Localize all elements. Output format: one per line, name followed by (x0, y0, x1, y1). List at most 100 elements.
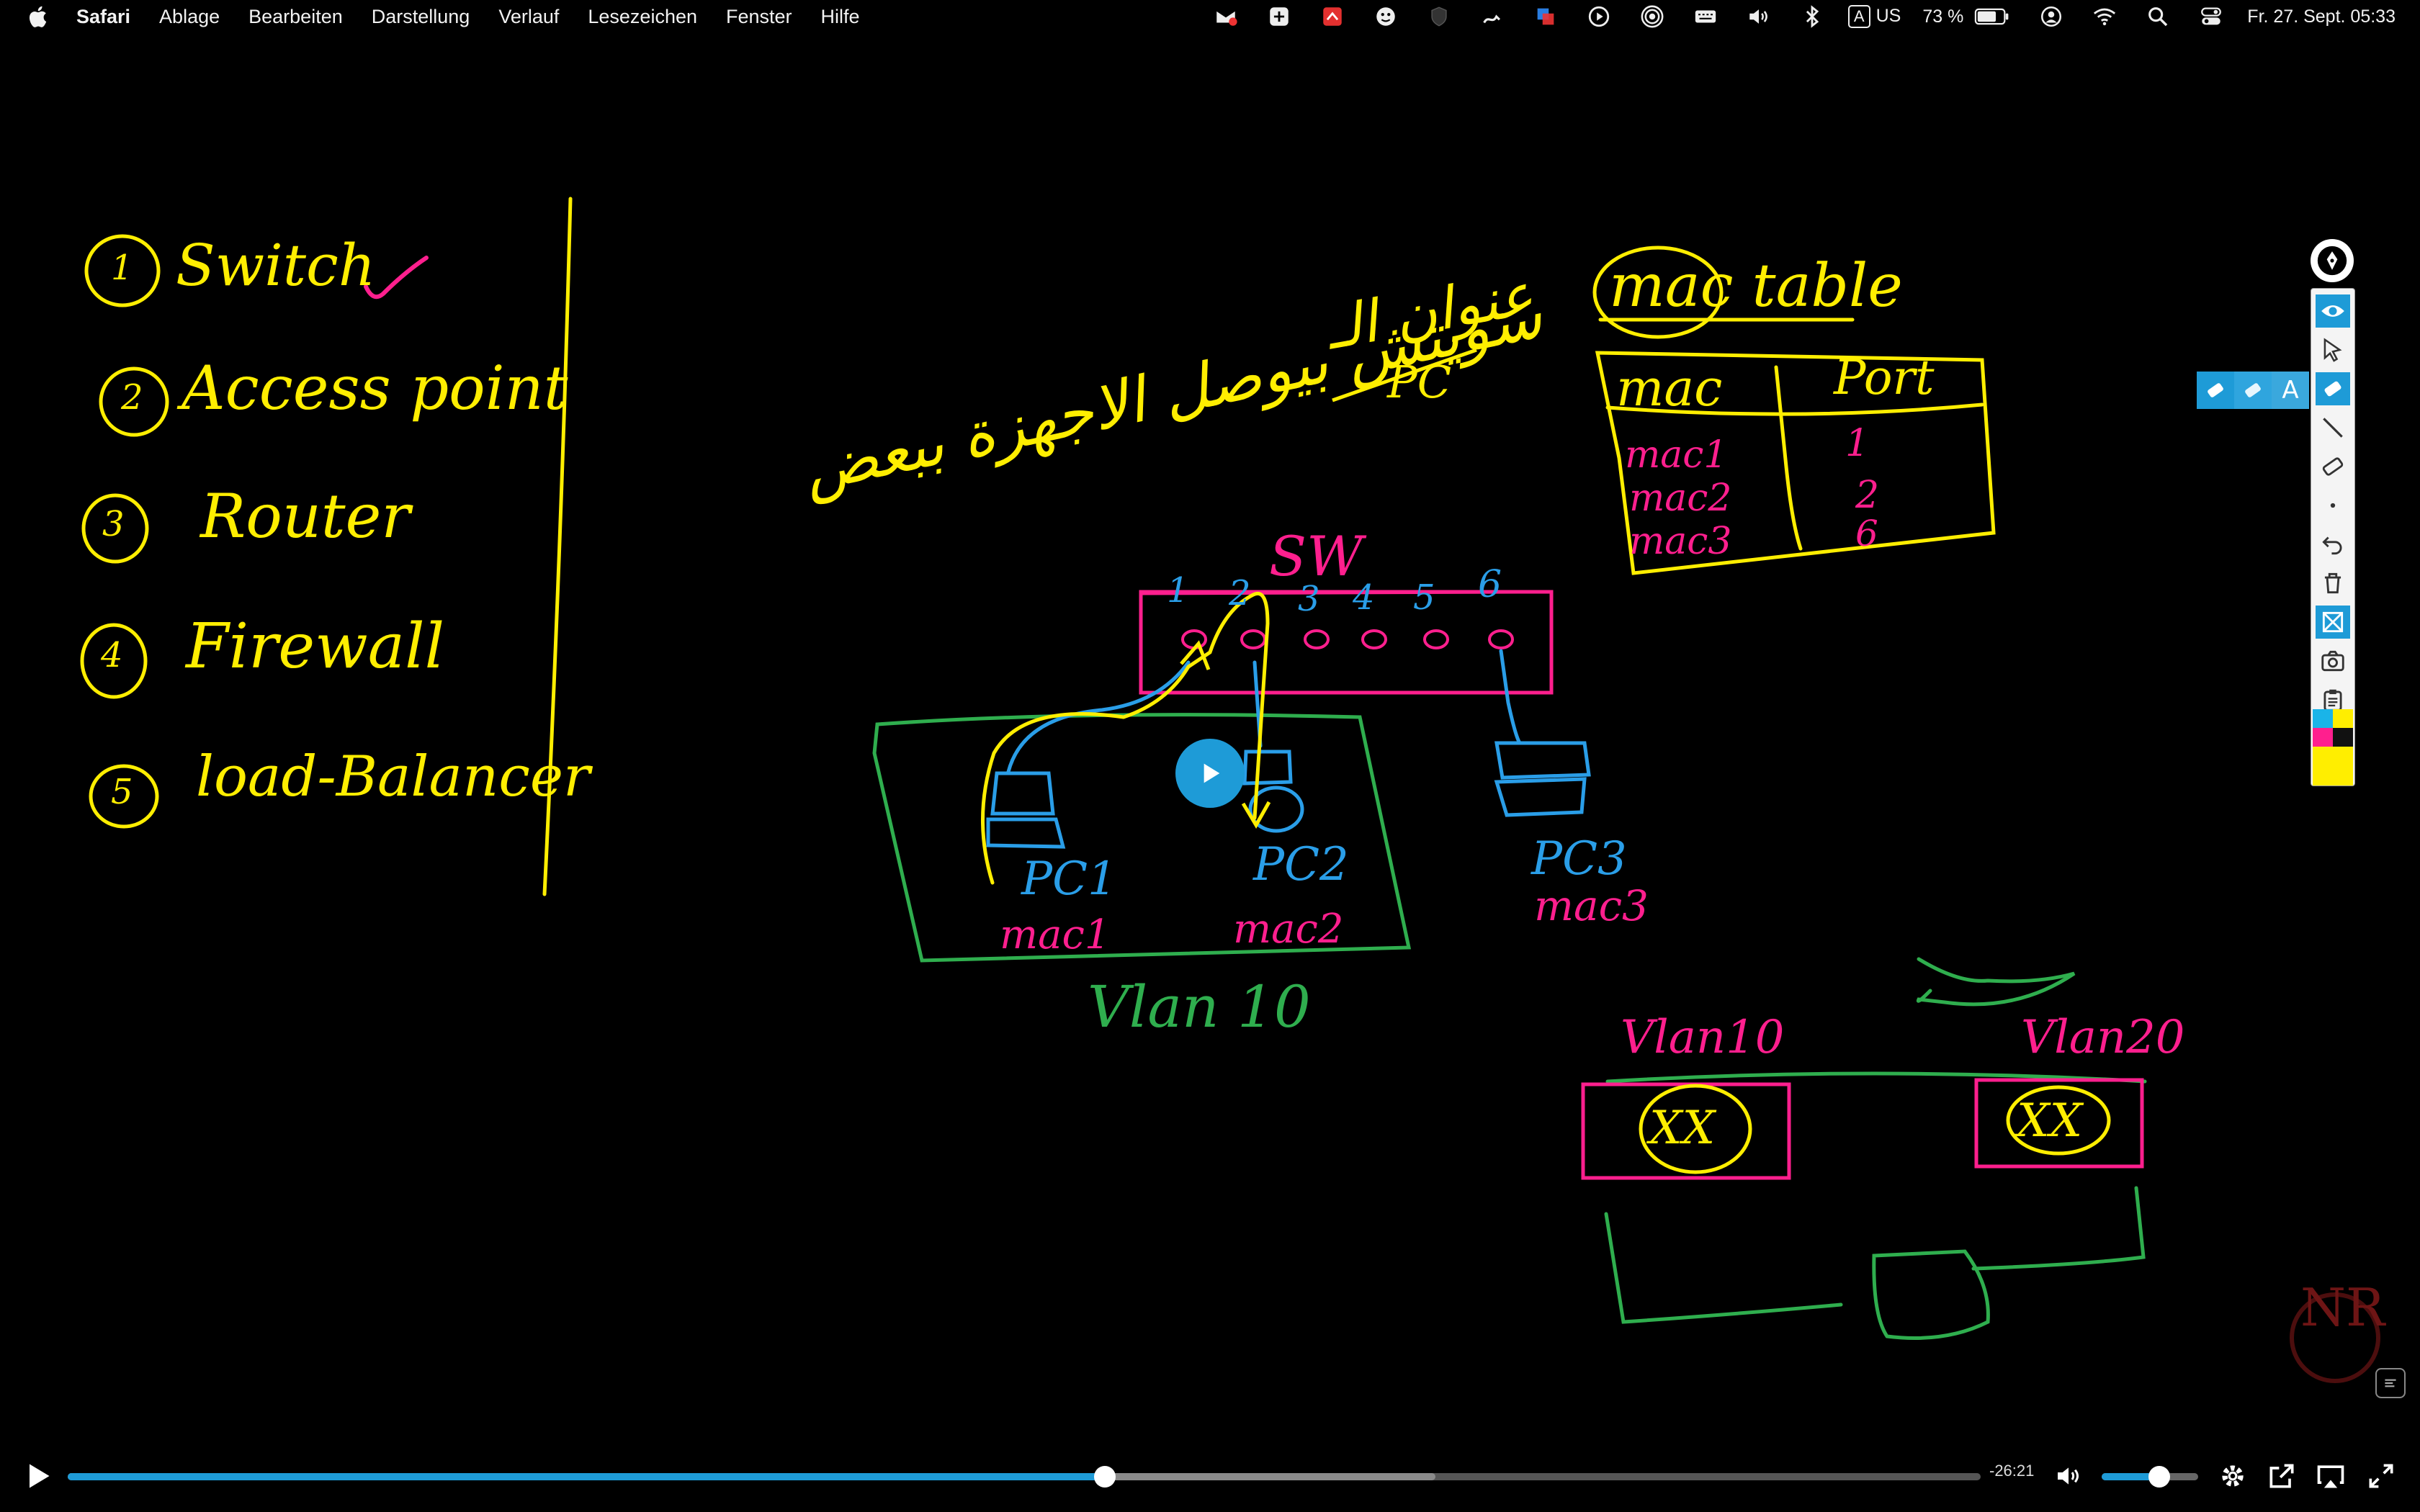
video-controls: -26:21 (0, 1440, 2420, 1512)
mac-table-row2-mac: mac2 (1629, 477, 1732, 520)
bluetooth-icon[interactable] (1798, 2, 1827, 31)
time-remaining: -26:21 (1989, 1462, 2035, 1480)
menu-hilfe[interactable]: Hilfe (820, 5, 860, 27)
color-palette[interactable] (2313, 709, 2353, 786)
control-center-icon[interactable] (2197, 2, 2226, 31)
frame-path-arrow (981, 591, 1270, 885)
bottom-vlan10-hosts: XX (1649, 1102, 1716, 1155)
eye-icon (2321, 305, 2344, 317)
tool-screenshot[interactable] (2316, 644, 2350, 678)
seek-bar[interactable] (68, 1466, 1981, 1488)
tool-pointer[interactable] (2316, 333, 2350, 366)
mac-table-row3-mac: mac3 (1629, 520, 1732, 563)
battery-icon[interactable] (1972, 2, 2012, 31)
trash-icon (2324, 572, 2341, 594)
tool-visibility[interactable] (2316, 294, 2350, 328)
list-circle-2 (99, 366, 169, 437)
list-item-switch: Switch (176, 232, 376, 299)
volume-button-icon[interactable] (2054, 1462, 2083, 1490)
tool-delete[interactable] (2316, 567, 2350, 600)
eraser-icon (2322, 457, 2344, 476)
center-play-button[interactable] (1175, 739, 1245, 808)
volume-fill (2102, 1473, 2160, 1480)
pen-type-highlighter[interactable] (2197, 372, 2234, 409)
pen-nib-icon (2317, 246, 2347, 276)
pc1-shape (986, 771, 1066, 849)
tool-pen[interactable] (2316, 372, 2350, 405)
window-icon[interactable] (1531, 2, 1560, 31)
airdrop-icon[interactable] (1638, 2, 1667, 31)
tool-undo[interactable] (2316, 528, 2350, 561)
vlan10-label: Vlan 10 (1088, 973, 1311, 1040)
mac-table-row3-port: 6 (1855, 513, 1878, 554)
volume-slider[interactable] (2102, 1466, 2198, 1488)
switch-label: SW (1269, 524, 1363, 588)
marker-icon (2245, 383, 2261, 397)
annotation-pen-pin[interactable] (2311, 239, 2354, 282)
popout-icon[interactable] (2266, 1460, 2298, 1492)
tool-eraser[interactable] (2316, 450, 2350, 483)
menu-verlauf[interactable]: Verlauf (498, 5, 560, 27)
menu-bearbeiten[interactable]: Bearbeiten (248, 5, 343, 27)
pen-type-text[interactable]: A (2272, 372, 2309, 409)
color-swatch-cyan[interactable] (2313, 709, 2333, 728)
settings-gear-icon[interactable] (2217, 1460, 2249, 1492)
input-source-letter: A (1847, 5, 1870, 28)
port-label-1: 1 (1167, 570, 1189, 611)
apple-menu-icon[interactable] (26, 4, 52, 30)
cursor-icon (2323, 338, 2342, 362)
dot-icon (2330, 503, 2336, 508)
app-menu-safari[interactable]: Safari (76, 5, 131, 27)
list-circle-1 (84, 234, 161, 307)
screen-capture-icon[interactable] (1265, 2, 1294, 31)
menu-lesezeichen[interactable]: Lesezeichen (588, 5, 697, 27)
face-icon[interactable] (1371, 2, 1400, 31)
tool-line[interactable] (2316, 411, 2350, 444)
fullscreen-icon[interactable] (2365, 1460, 2397, 1492)
subtitles-button[interactable] (2375, 1368, 2406, 1398)
pc2-mac: mac2 (1233, 906, 1344, 953)
mac-table-row2-port: 2 (1855, 474, 1880, 517)
tool-clear[interactable] (2316, 606, 2350, 639)
seek-played (68, 1473, 1105, 1480)
color-swatch-magenta[interactable] (2313, 728, 2333, 747)
menu-ablage[interactable]: Ablage (159, 5, 220, 27)
tool-size[interactable] (2316, 489, 2350, 522)
pc3-label: PC3 (1531, 832, 1627, 886)
list-item-load-balancer: load-Balancer (196, 744, 591, 809)
search-icon[interactable] (2143, 2, 2172, 31)
port-label-4: 4 (1353, 577, 1375, 618)
play-circle-icon[interactable] (1585, 2, 1613, 31)
list-circle-5 (89, 764, 159, 829)
list-num-4: 4 (101, 635, 123, 675)
keyboard-icon[interactable] (1691, 2, 1720, 31)
seek-knob[interactable] (1093, 1466, 1116, 1488)
color-swatch-yellow[interactable] (2333, 709, 2353, 728)
airplay-icon[interactable] (2315, 1460, 2347, 1492)
play-button[interactable] (22, 1460, 53, 1492)
user-icon[interactable] (2037, 2, 2066, 31)
pen-icon[interactable] (1478, 2, 1507, 31)
mac-table-row1-port: 1 (1845, 422, 1870, 465)
port-label-6: 6 (1478, 563, 1502, 606)
volume-knob[interactable] (2148, 1466, 2171, 1488)
line-icon (2323, 418, 2343, 438)
color-swatch-black[interactable] (2333, 728, 2353, 747)
bottom-vlan10-label: Vlan10 (1621, 1011, 1785, 1064)
shield-icon[interactable] (1425, 2, 1453, 31)
undo-icon (2322, 536, 2342, 555)
menu-darstellung[interactable]: Darstellung (371, 5, 470, 27)
pdf-icon[interactable] (1318, 2, 1347, 31)
volume-icon[interactable] (1744, 2, 1773, 31)
whiteboard-canvas[interactable]: 1 Switch 2 Access point 3 Router 4 Firew… (0, 33, 2420, 1440)
pen-type-marker[interactable] (2234, 372, 2272, 409)
menu-fenster[interactable]: Fenster (726, 5, 792, 27)
pc3-mac: mac3 (1534, 881, 1649, 930)
list-num-3: 3 (102, 504, 125, 544)
port-label-5: 5 (1413, 577, 1435, 618)
mail-icon[interactable] (1211, 2, 1240, 31)
current-color-swatch (2313, 747, 2353, 786)
menubar-clock[interactable]: Fr. 27. Sept. 05:33 (2247, 6, 2396, 27)
wifi-icon[interactable] (2090, 2, 2119, 31)
